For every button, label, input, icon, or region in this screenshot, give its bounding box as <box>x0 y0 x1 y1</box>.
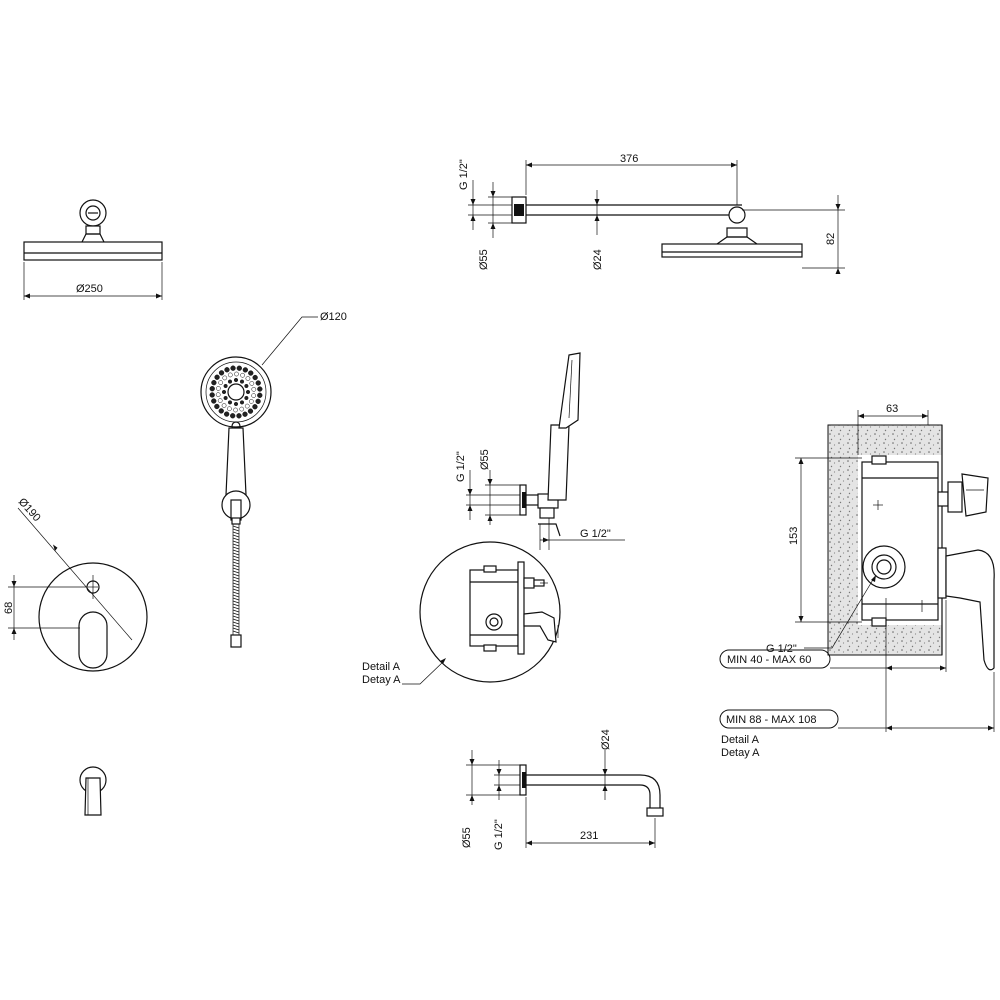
dim-250-label: Ø250 <box>76 283 103 295</box>
overhead-shower-front-view: Ø250 <box>23 199 163 300</box>
dim-55-top-label: Ø55 <box>478 249 490 270</box>
detay-a-left-label: Detay A <box>362 674 401 686</box>
detail-a-right-label: Detail A <box>721 734 760 746</box>
dim-82-label: 82 <box>825 233 837 245</box>
detail-a-left-label: Detail A <box>362 661 401 673</box>
dim-g12-bot-label: G 1/2" <box>493 819 505 850</box>
dim-120-label: Ø120 <box>320 311 347 323</box>
dim-68-label: 68 <box>3 602 15 614</box>
wall-outlet-holder-side-view: G 1/2" G 1/2" Ø55 <box>455 352 625 550</box>
dim-g12-box-label: G 1/2" <box>766 643 797 655</box>
concealed-box-section: 63 153 G 1/2" MIN 40 - MAX 60 MIN 88 - M… <box>719 403 995 759</box>
dim-376-label: 376 <box>620 153 638 165</box>
min-max-2-label: MIN 88 - MAX 108 <box>726 714 816 726</box>
dim-g12-mid-label: G 1/2" <box>455 451 467 482</box>
detay-a-right-label: Detay A <box>721 747 760 759</box>
dim-231-label: 231 <box>580 830 598 842</box>
dim-153-label: 153 <box>788 527 800 545</box>
dim-63-label: 63 <box>886 403 898 415</box>
min-max-1-label: MIN 40 - MAX 60 <box>727 654 811 666</box>
dim-g12-top-label: G 1/2" <box>458 159 470 190</box>
dim-g12-mid2-label: G 1/2" <box>580 528 611 540</box>
mixer-faceplate-front-view: Ø190 68 <box>3 496 148 672</box>
dim-24-top-label: Ø24 <box>592 249 604 270</box>
dim-55-bot-label: Ø55 <box>461 827 473 848</box>
overhead-shower-arm-side-view: 376 82 G 1/2" Ø55 Ø24 <box>458 153 845 274</box>
dim-24-bot-label: Ø24 <box>600 729 612 750</box>
spout-front-view <box>79 766 107 816</box>
hand-shower-with-hose: Ø120 <box>200 311 347 648</box>
detail-a-magnified-circle: Detail A Detay A <box>362 541 561 686</box>
dim-55-mid-label: Ø55 <box>479 449 491 470</box>
spout-side-view: 231 Ø24 Ø55 G 1/2" <box>461 729 664 850</box>
